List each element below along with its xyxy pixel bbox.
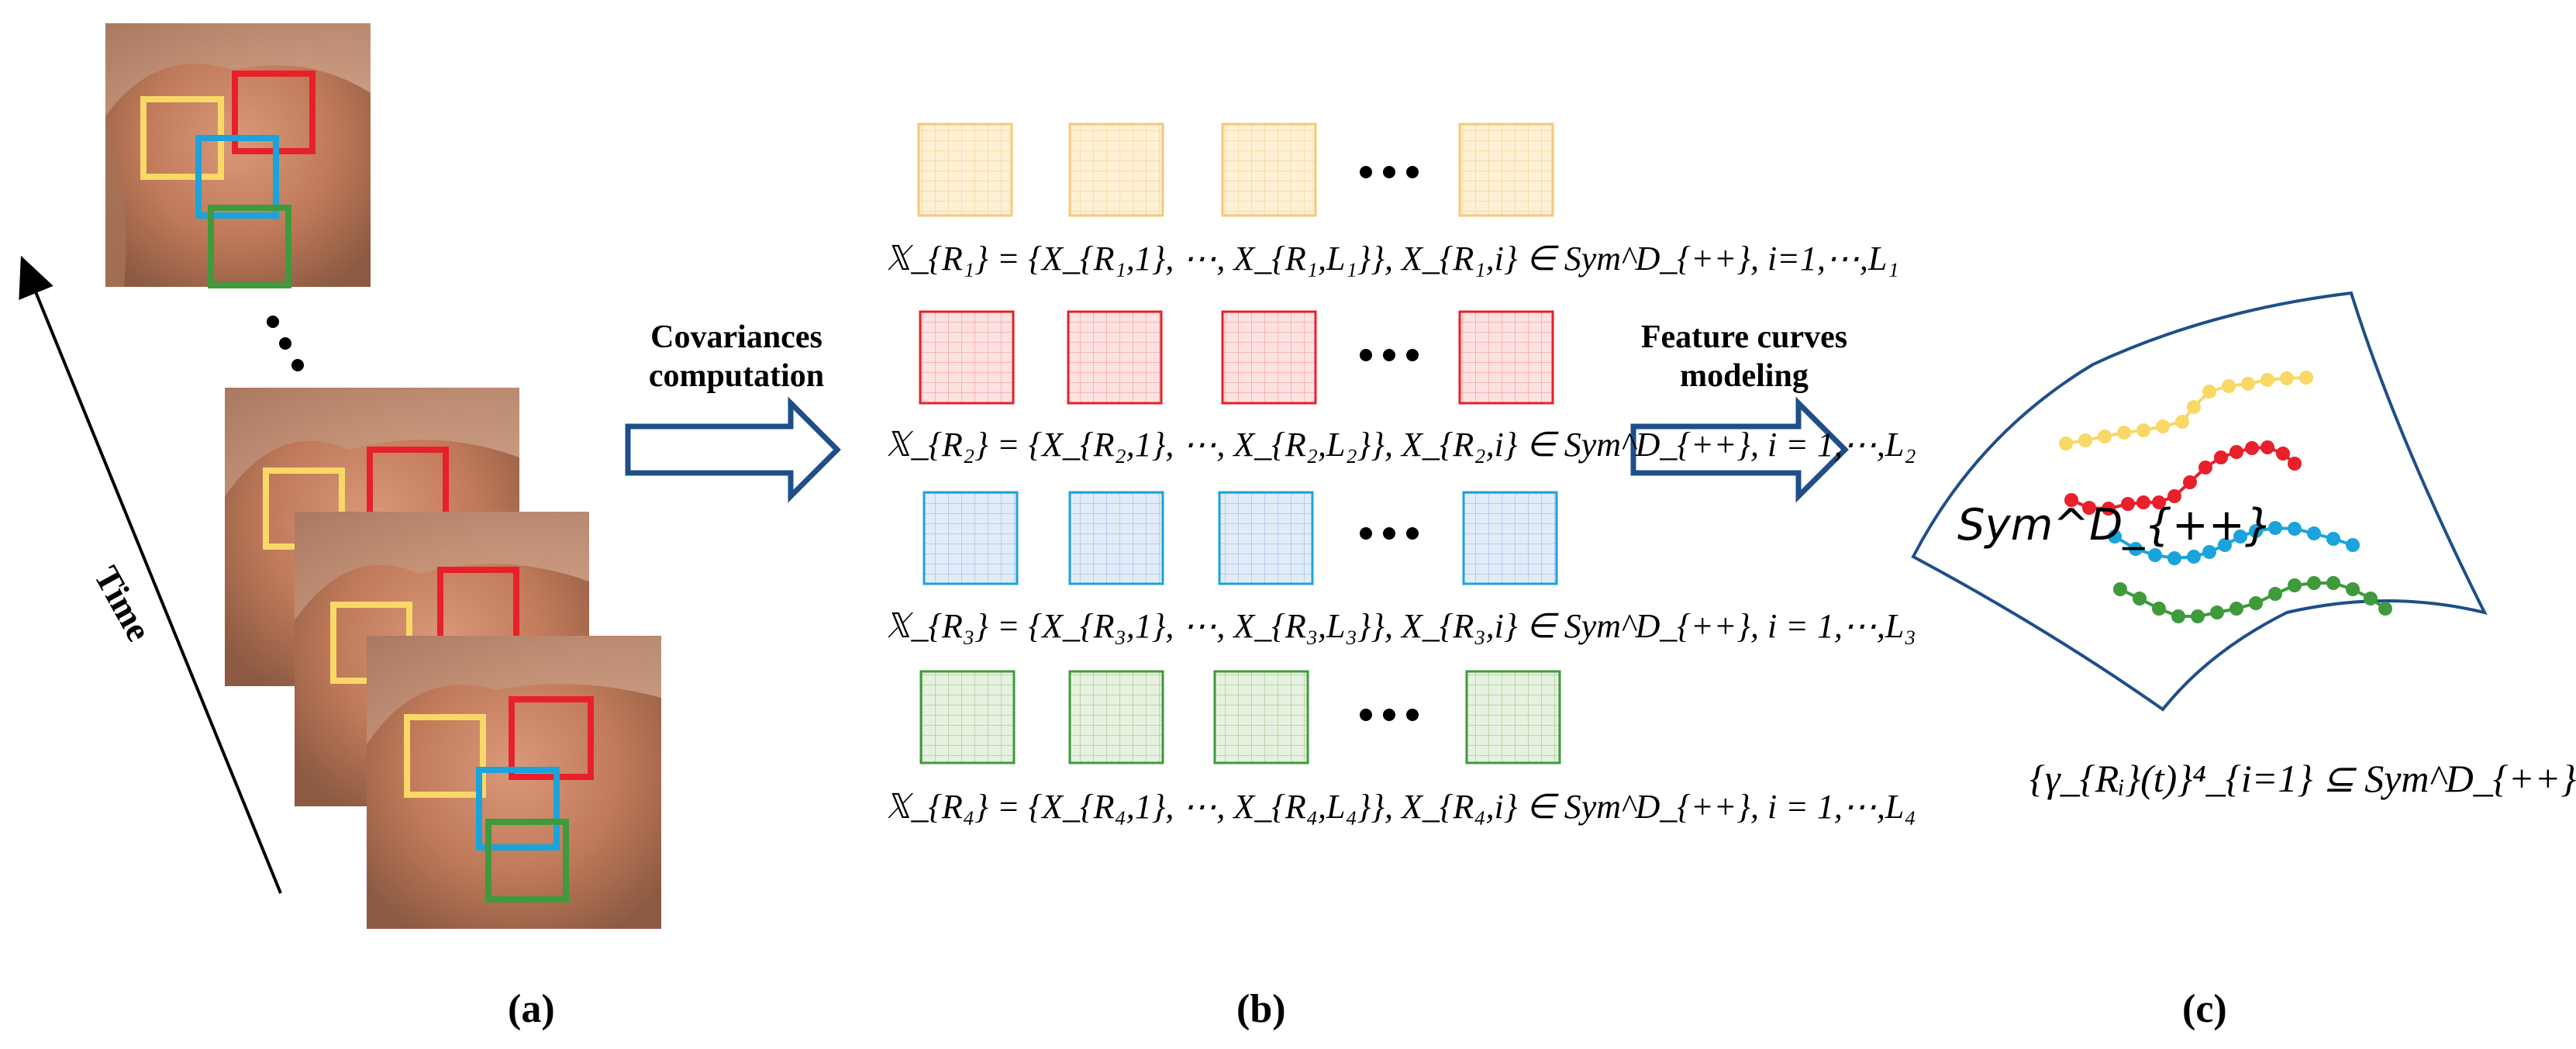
curve-point-red — [2276, 447, 2290, 461]
curve-point-blue — [2307, 526, 2321, 540]
curve-point-green — [2229, 602, 2243, 616]
vertical-ellipsis — [267, 316, 304, 371]
curve-point-yellow — [2059, 437, 2073, 450]
curve-point-blue — [2167, 551, 2181, 565]
curve-point-red — [2245, 441, 2259, 455]
curve-point-green — [2210, 606, 2224, 619]
curve-point-red — [2214, 450, 2228, 464]
feature-arrow-label: Feature curves modeling — [1612, 318, 1876, 395]
formula-r2: 𝕏_{R₂} = {X_{R₂,1}, ⋯, X_{R₂,L₂}}, X_{R₂… — [884, 426, 1916, 464]
manifold-label: Sym^D_{++} — [1957, 500, 2273, 550]
curve-point-yellow — [2241, 377, 2255, 391]
feature-label-line1: Feature curves — [1640, 319, 1848, 355]
curve-point-blue — [2108, 530, 2122, 543]
curve-point-green — [2307, 576, 2321, 590]
curve-point-blue — [2268, 521, 2282, 535]
curve-point-blue — [2249, 524, 2263, 538]
grid-row-blue — [922, 491, 1558, 585]
curve-point-green — [2249, 596, 2263, 610]
feature-curves — [2059, 371, 2392, 623]
curve-point-red — [2152, 495, 2166, 509]
curve-point-blue — [2346, 538, 2360, 552]
curve-point-red — [2198, 461, 2212, 474]
curve-point-yellow — [2136, 423, 2150, 437]
curve-point-yellow — [2260, 373, 2274, 387]
panel-label-a: (a) — [508, 987, 555, 1031]
ellipsis-row-3 — [1360, 527, 1419, 540]
curve-point-green — [2378, 602, 2392, 616]
ellipsis-row-1 — [1360, 166, 1419, 178]
curve-point-green — [2152, 602, 2166, 616]
curve-point-red — [2136, 495, 2150, 509]
curve-point-yellow — [2117, 426, 2131, 440]
curve-formula: {γ_{Rᵢ}(t)}⁴_{i=1} ⊆ Sym^D_{++} — [2029, 757, 2576, 800]
curve-point-green — [2191, 609, 2205, 623]
curve-point-red — [2260, 440, 2274, 454]
panel-label-b: (b) — [1236, 987, 1286, 1031]
curve-point-blue — [2218, 538, 2232, 552]
curve-point-blue — [2202, 545, 2216, 559]
ellipsis-row-4 — [1360, 709, 1419, 721]
curve-point-green — [2326, 576, 2340, 590]
face-frame-top — [105, 23, 371, 288]
time-arrow — [19, 255, 282, 894]
face-frame-front — [367, 636, 661, 929]
curve-point-blue — [2129, 542, 2143, 556]
panel-label-c: (c) — [2182, 987, 2227, 1031]
covariance-label-line2: computation — [648, 358, 825, 394]
formula-r1: 𝕏_{R₁} = {X_{R₁,1}, ⋯, X_{R₁,L₁}}, X_{R₁… — [884, 240, 1899, 278]
grid-row-green — [919, 670, 1561, 764]
covariance-arrow — [625, 396, 841, 503]
curve-point-red — [2064, 493, 2078, 507]
covariance-arrow-label: Covariances computation — [620, 318, 853, 395]
curve-point-green — [2288, 578, 2302, 592]
curve-point-red — [2229, 445, 2243, 459]
curve-point-green — [2113, 582, 2127, 596]
curve-point-red — [2121, 497, 2135, 511]
feature-label-line2: modeling — [1680, 358, 1809, 394]
curve-point-red — [2102, 502, 2116, 516]
curve-point-yellow — [2222, 379, 2236, 393]
curve-point-blue — [2326, 532, 2340, 546]
curve-point-yellow — [2078, 433, 2092, 447]
curve-point-green — [2133, 592, 2147, 606]
curve-point-red — [2183, 475, 2197, 489]
formula-r3: 𝕏_{R₃} = {X_{R₃,1}, ⋯, X_{R₃,L₃}}, X_{R₃… — [884, 607, 1916, 645]
curve-point-blue — [2187, 550, 2201, 564]
grid-row-red — [919, 310, 1554, 405]
manifold-surface — [1911, 291, 2488, 712]
curve-point-yellow — [2156, 419, 2170, 433]
curve-point-green — [2346, 582, 2360, 596]
covariance-label-line1: Covariances — [650, 319, 822, 355]
curve-point-red — [2082, 501, 2096, 515]
pipeline-figure — [19, 23, 2488, 929]
curve-point-green — [2171, 609, 2185, 623]
curve-point-yellow — [2280, 371, 2294, 385]
curve-point-yellow — [2187, 400, 2201, 414]
curve-point-yellow — [2299, 371, 2313, 385]
curve-point-green — [2268, 587, 2282, 601]
curve-point-green — [2364, 592, 2378, 606]
formula-r4: 𝕏_{R₄} = {X_{R₄,1}, ⋯, X_{R₄,L₄}}, X_{R₄… — [884, 788, 1916, 826]
curve-point-blue — [2233, 530, 2247, 543]
curve-point-red — [2288, 457, 2302, 471]
curve-point-blue — [2148, 548, 2162, 562]
curve-point-yellow — [2175, 415, 2189, 429]
feature-arrow — [1630, 396, 1849, 503]
ellipsis-row-2 — [1360, 349, 1419, 361]
curve-point-blue — [2288, 522, 2302, 536]
curve-point-yellow — [2202, 385, 2216, 399]
curve-point-yellow — [2098, 430, 2112, 443]
grid-row-yellow — [917, 122, 1554, 217]
curve-point-red — [2167, 489, 2181, 503]
